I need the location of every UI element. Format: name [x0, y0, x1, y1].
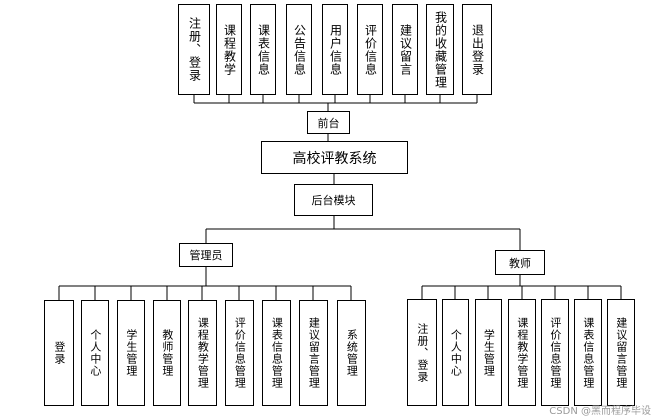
admin-item-label: 建议留言管理 — [307, 317, 321, 389]
front-item-suggestion-message: 建议留言 — [392, 4, 418, 95]
admin-item-label: 课程教学管理 — [196, 317, 210, 389]
front-item-label: 公告信息 — [292, 23, 307, 76]
teacher-item-label: 注册、登录 — [415, 322, 429, 383]
front-item-timetable-info: 课表信息 — [250, 4, 276, 95]
backend-node-label: 后台模块 — [311, 194, 356, 207]
front-item-favorites-manage: 我的收藏管理 — [426, 4, 454, 95]
admin-item-label: 课表信息管理 — [270, 317, 284, 389]
front-node-label: 前台 — [317, 116, 340, 130]
admin-node-label: 管理员 — [189, 249, 223, 262]
teacher-item-course-teaching-manage: 课程教学管理 — [508, 299, 536, 406]
front-item-label: 注册、登录 — [187, 17, 202, 82]
teacher-item-evaluation-manage: 评价信息管理 — [541, 299, 569, 406]
teacher-item-suggestion-manage: 建议留言管理 — [607, 299, 635, 406]
admin-node: 管理员 — [179, 243, 233, 267]
teacher-item-label: 个人中心 — [449, 328, 463, 377]
teacher-item-personal-center: 个人中心 — [442, 299, 469, 406]
system-node: 高校评教系统 — [261, 141, 408, 174]
front-item-label: 评价信息 — [363, 23, 378, 76]
teacher-node: 教师 — [495, 250, 545, 275]
admin-item-label: 教师管理 — [160, 329, 174, 377]
front-item-logout: 退出登录 — [462, 4, 492, 95]
front-item-label: 建议留言 — [398, 23, 413, 76]
front-node: 前台 — [307, 111, 350, 134]
admin-item-suggestion-manage: 建议留言管理 — [299, 300, 328, 406]
teacher-item-student-manage: 学生管理 — [475, 299, 502, 406]
teacher-item-label: 课程教学管理 — [515, 316, 529, 389]
teacher-item-label: 学生管理 — [482, 328, 496, 377]
backend-node: 后台模块 — [294, 184, 373, 216]
admin-item-student-manage: 学生管理 — [117, 300, 145, 406]
teacher-node-label: 教师 — [509, 256, 531, 270]
front-item-label: 我的收藏管理 — [433, 10, 448, 89]
teacher-item-label: 评价信息管理 — [548, 316, 562, 389]
teacher-item-timetable-manage: 课表信息管理 — [574, 299, 602, 406]
front-item-register-login: 注册、登录 — [178, 4, 210, 95]
admin-item-label: 评价信息管理 — [233, 317, 247, 389]
teacher-item-label: 建议留言管理 — [614, 316, 628, 389]
admin-item-label: 登录 — [52, 341, 66, 365]
admin-item-timetable-manage: 课表信息管理 — [262, 300, 291, 406]
front-item-label: 退出登录 — [470, 23, 485, 76]
watermark: CSDN @黑而程序毕设 — [549, 406, 651, 417]
front-item-user-info: 用户信息 — [322, 4, 348, 95]
admin-item-personal-center: 个人中心 — [81, 300, 109, 406]
admin-item-login: 登录 — [44, 300, 74, 406]
admin-item-teacher-manage: 教师管理 — [153, 300, 181, 406]
admin-item-label: 系统管理 — [345, 329, 359, 377]
system-node-label: 高校评教系统 — [292, 150, 377, 167]
admin-item-system-manage: 系统管理 — [337, 300, 366, 406]
front-item-label: 课程教学 — [222, 23, 237, 76]
front-item-evaluation-info: 评价信息 — [357, 4, 383, 95]
admin-item-course-teaching-manage: 课程教学管理 — [188, 300, 217, 406]
admin-item-evaluation-manage: 评价信息管理 — [225, 300, 254, 406]
teacher-item-label: 课表信息管理 — [581, 316, 595, 389]
front-item-course-teaching: 课程教学 — [216, 4, 242, 95]
front-item-label: 课表信息 — [256, 23, 271, 76]
admin-item-label: 个人中心 — [88, 329, 102, 377]
teacher-item-register-login: 注册、登录 — [407, 299, 437, 406]
front-item-notice-info: 公告信息 — [286, 4, 312, 95]
front-item-label: 用户信息 — [328, 23, 343, 76]
admin-item-label: 学生管理 — [124, 329, 138, 377]
